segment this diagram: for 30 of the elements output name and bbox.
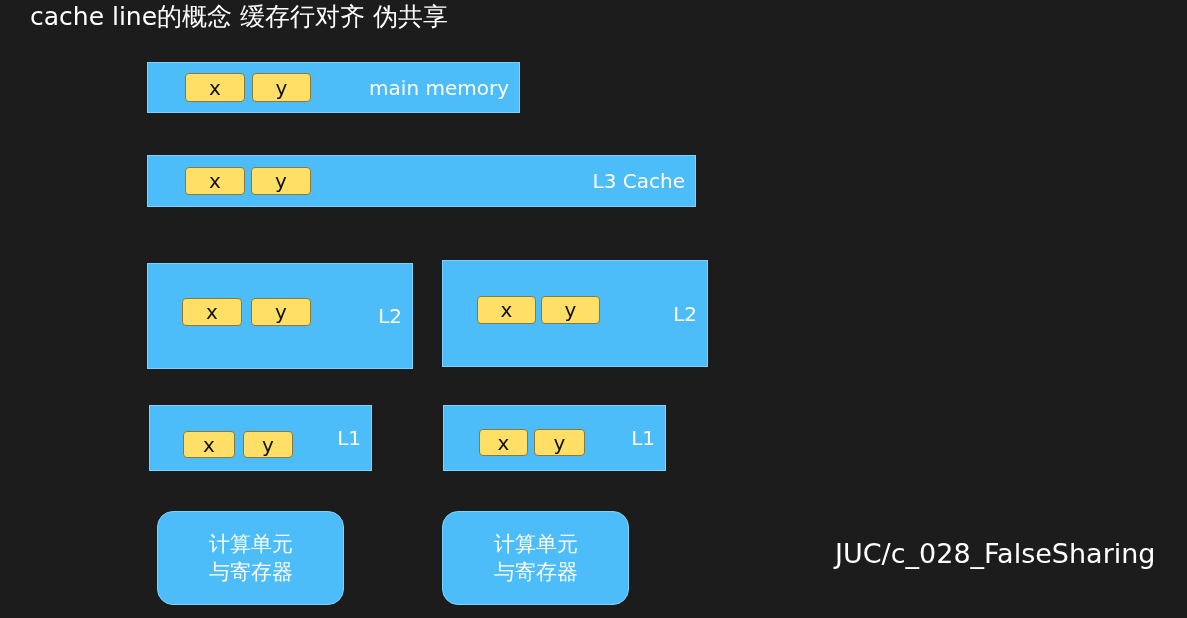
- box-label: 计算单元与寄存器: [492, 531, 579, 586]
- cache-box: [442, 260, 708, 367]
- title: cache line的概念 缓存行对齐 伪共享: [30, 1, 448, 33]
- variable-box: x: [185, 73, 245, 102]
- box-label: L3 Cache: [592, 169, 685, 193]
- variable-box: x: [182, 298, 242, 326]
- cache-box: [147, 155, 696, 207]
- variable-box: x: [185, 167, 245, 195]
- variable-box: x: [479, 429, 528, 456]
- memory-box: [147, 62, 520, 113]
- box-label: main memory: [369, 75, 509, 100]
- processing-unit-box: [442, 511, 629, 605]
- variable-box: x: [477, 296, 536, 324]
- box-label: L2: [673, 301, 697, 326]
- box-label: 计算单元与寄存器: [207, 531, 294, 586]
- box-label: L2: [378, 304, 402, 328]
- cache-box: [443, 405, 666, 471]
- variable-box: y: [243, 431, 293, 458]
- variable-box: y: [251, 298, 311, 326]
- box-label: L1: [337, 426, 361, 450]
- box-label: L1: [631, 426, 655, 450]
- file-name-label: JUC/c_028_FalseSharing: [835, 538, 1156, 569]
- variable-box: y: [251, 167, 311, 195]
- cache-box: [149, 405, 372, 471]
- variable-box: y: [541, 296, 600, 324]
- variable-box: x: [183, 431, 235, 458]
- processing-unit-box: [157, 511, 344, 605]
- variable-box: y: [534, 429, 585, 456]
- cache-box: [147, 263, 413, 369]
- variable-box: y: [252, 73, 311, 102]
